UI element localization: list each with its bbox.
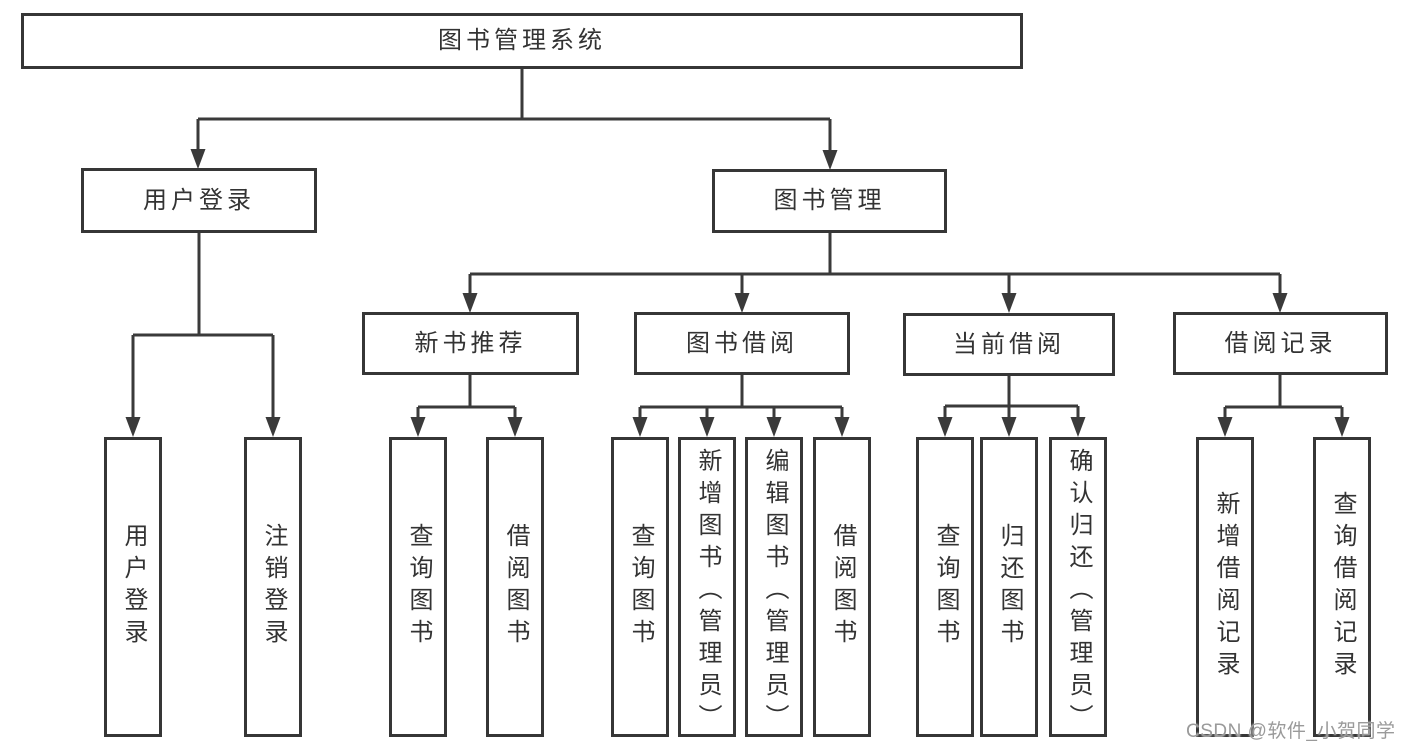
node-current-borrowing: 当前借阅 [903,313,1115,376]
node-cb-confirm-return-admin: 确认归还（管理员） [1049,437,1107,737]
node-bb-borrow-books: 借阅图书 [813,437,871,737]
node-logout: 注销登录 [244,437,302,737]
edge-current-borrow-to-children [937,376,1086,437]
node-cb-query-books: 查询图书 [916,437,974,737]
node-br-query-borrow-record: 查询借阅记录 [1313,437,1371,737]
node-nb-borrow-books: 借阅图书 [486,437,544,737]
node-book-borrowing: 图书借阅 [634,312,850,375]
node-bb-query-books: 查询图书 [611,437,669,737]
node-cb-return-books: 归还图书 [980,437,1038,737]
node-user-login-leaf: 用户登录 [104,437,162,737]
edge-root-to-level2 [190,69,838,170]
edge-borrow-records-to-children [1217,375,1350,437]
node-nb-query-books: 查询图书 [389,437,447,737]
node-br-add-borrow-record: 新增借阅记录 [1196,437,1254,737]
node-user-login: 用户登录 [81,168,317,233]
edge-user-login-to-children [125,233,281,437]
edge-book-borrow-to-children [632,375,850,437]
csdn-watermark: CSDN @软件_小贺同学 [1186,721,1396,742]
edge-book-management-to-level3 [462,233,1288,313]
node-book-management: 图书管理 [712,169,947,233]
edge-new-books-to-children [410,375,523,437]
node-library-management-system: 图书管理系统 [21,13,1023,69]
node-borrow-records: 借阅记录 [1173,312,1388,375]
node-bb-edit-books-admin: 编辑图书（管理员） [745,437,803,737]
node-bb-add-books-admin: 新增图书（管理员） [678,437,736,737]
node-new-book-recommend: 新书推荐 [362,312,579,375]
